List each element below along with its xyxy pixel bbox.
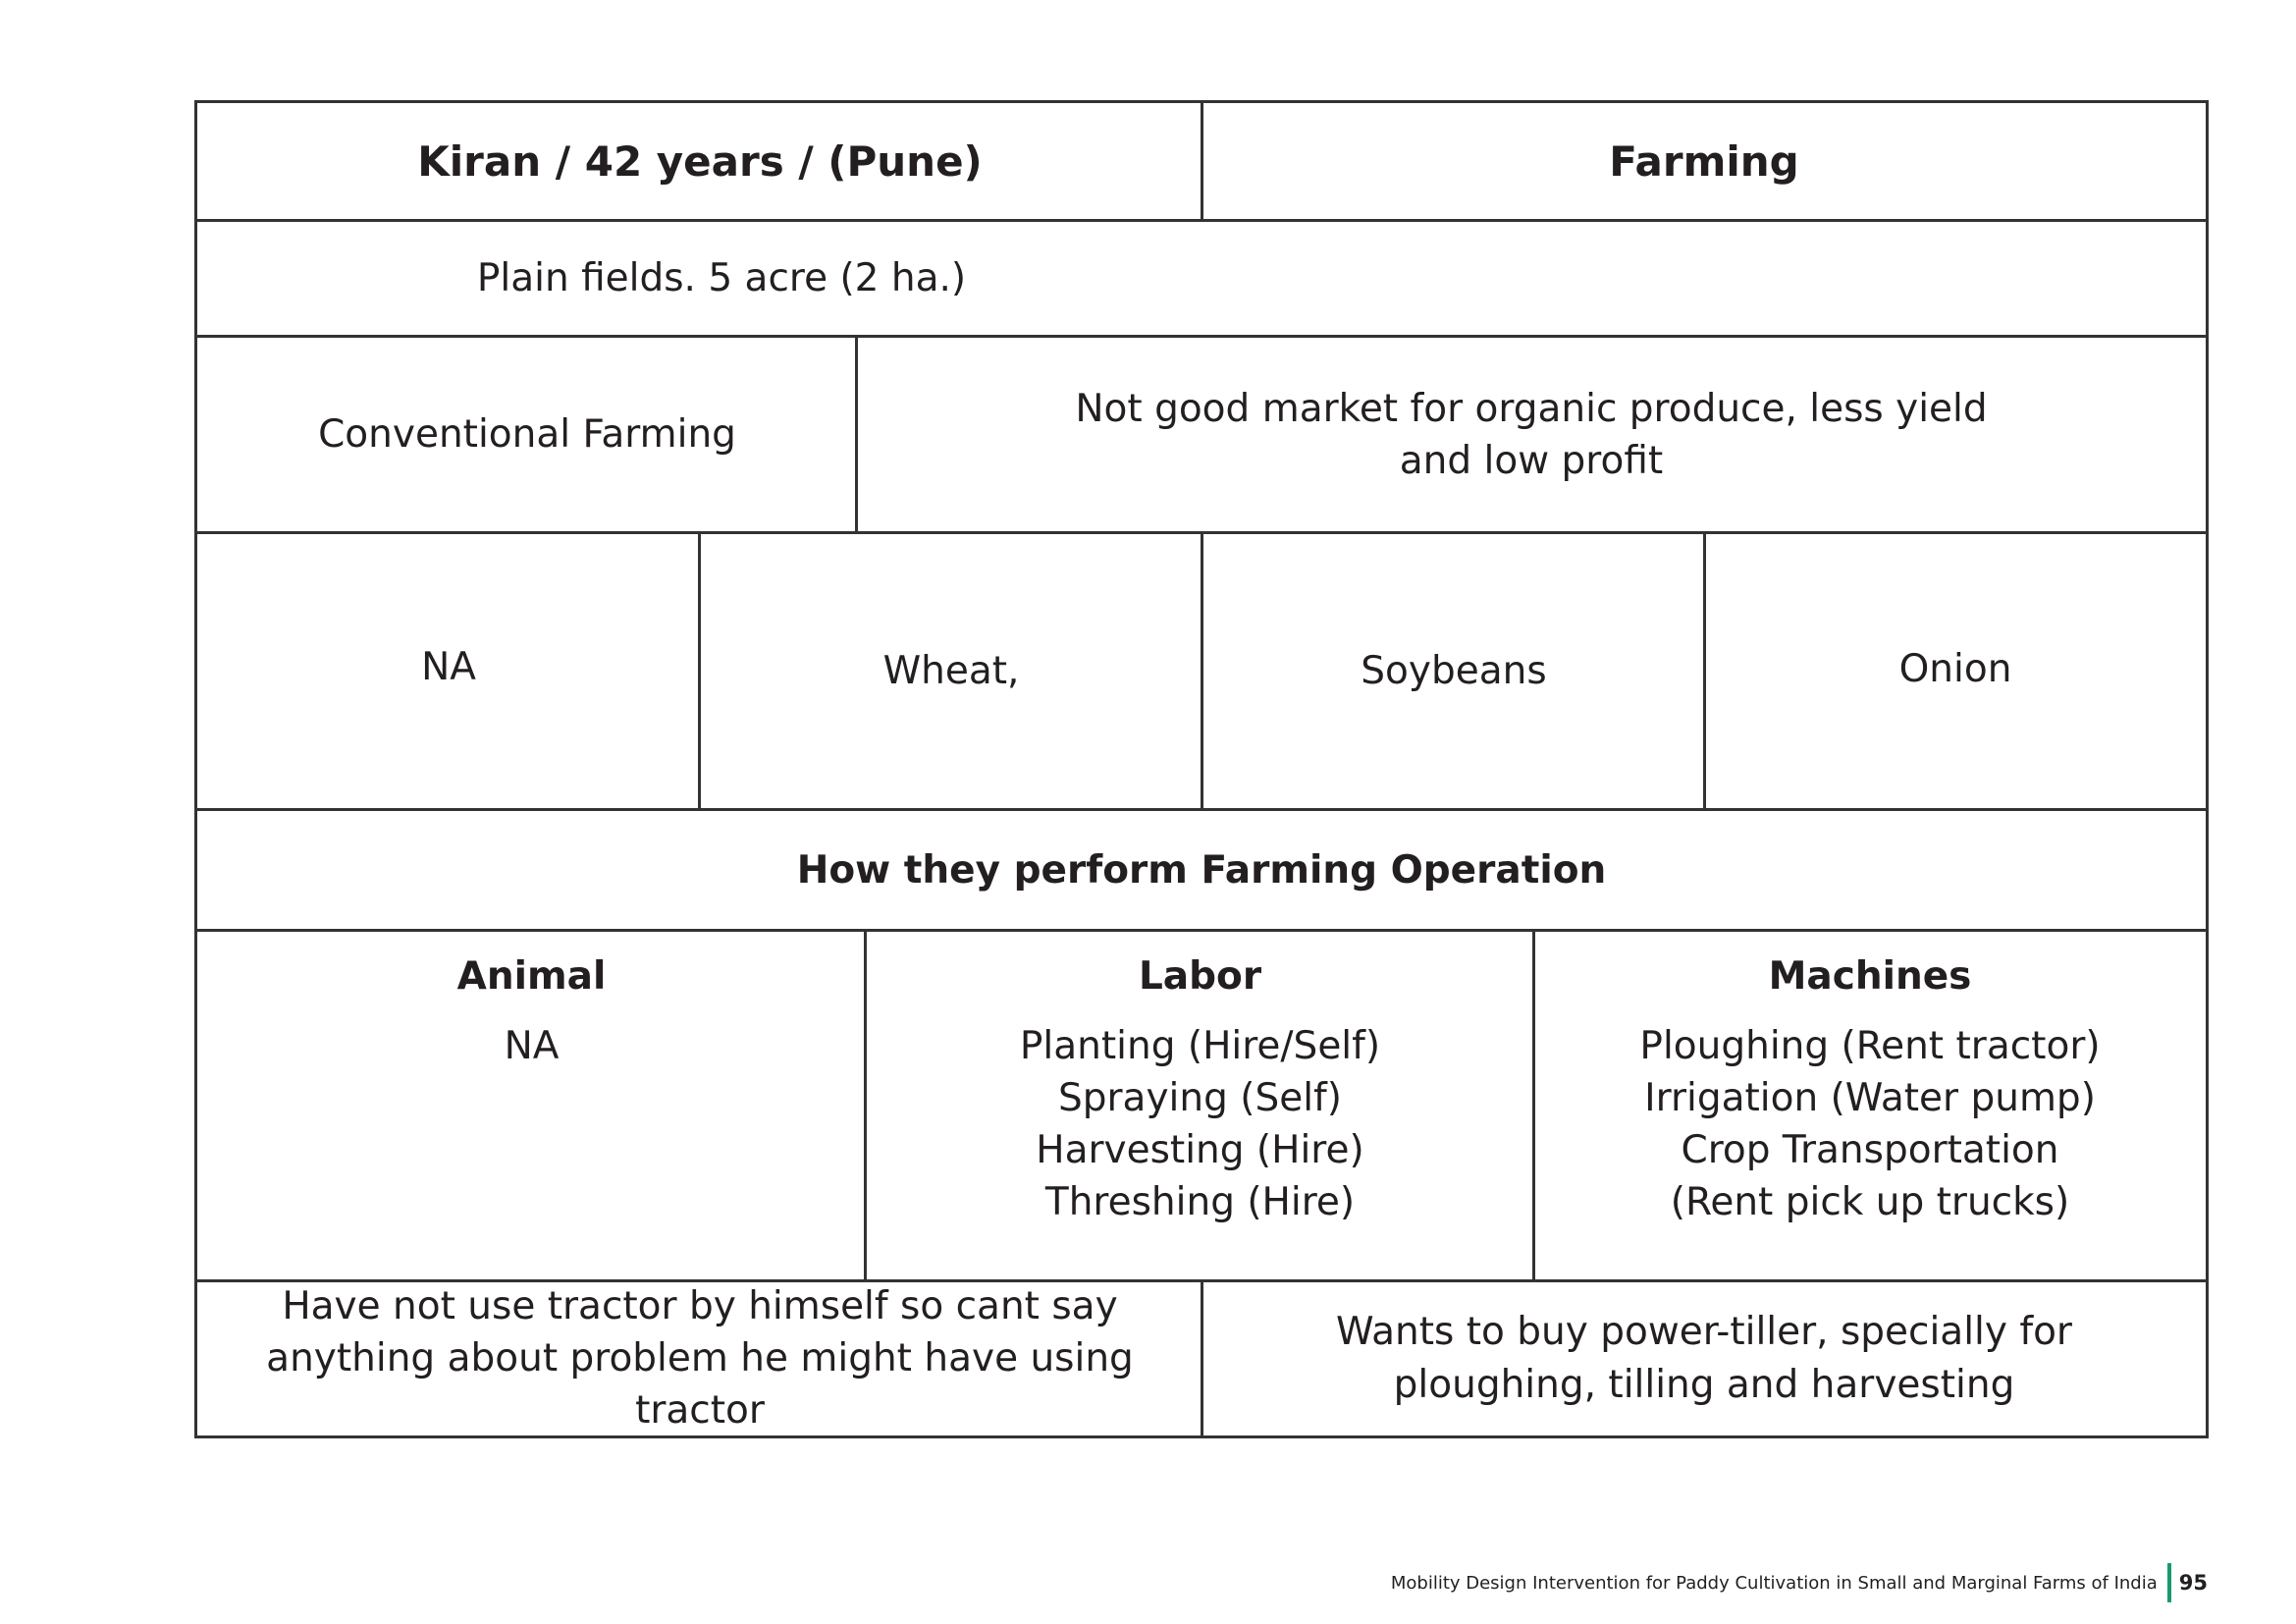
crop-cell: Soybeans <box>1361 649 1547 694</box>
operations-column-animal: Animal NA <box>197 931 866 1281</box>
operation-item: Harvesting (Hire) <box>1036 1128 1364 1173</box>
operation-item: NA <box>504 1024 560 1069</box>
farmer-name-age-location: Kiran / 42 years / (Pune) <box>417 137 983 187</box>
farmer-occupation: Farming <box>1609 137 1799 187</box>
page-number: 95 <box>2178 1571 2208 1595</box>
column-heading: Machines <box>1768 954 1972 999</box>
land-description: Plain fields. 5 acre (2 ha.) <box>476 256 967 301</box>
row-divider <box>197 335 2206 338</box>
column-divider <box>1201 1279 1203 1435</box>
column-divider <box>855 335 858 531</box>
column-divider <box>1703 531 1706 808</box>
crop-cell: NA <box>421 645 476 690</box>
crop-cell: Onion <box>1898 647 2012 692</box>
row-divider <box>197 219 2206 222</box>
column-divider <box>698 531 701 808</box>
operation-item: Irrigation (Water pump) <box>1644 1076 2096 1121</box>
farming-practice-reason: Not good market for organic produce, les… <box>1075 386 1988 483</box>
operation-item: Planting (Hire/Self) <box>1019 1024 1381 1069</box>
farming-practice-type: Conventional Farming <box>318 412 736 458</box>
column-divider <box>1532 929 1535 1279</box>
column-divider <box>1201 531 1203 808</box>
tractor-problems-remark: Have not use tractor by himself so cant … <box>266 1283 1134 1434</box>
operation-item: Threshing (Hire) <box>1044 1180 1356 1225</box>
crop-cell: Wheat, <box>882 649 1020 694</box>
column-heading: Labor <box>1138 954 1262 999</box>
document-title: Mobility Design Intervention for Paddy C… <box>1390 1572 2158 1594</box>
column-divider <box>864 929 867 1279</box>
operation-item: Spraying (Self) <box>1058 1076 1342 1121</box>
operation-item: (Rent pick up trucks) <box>1670 1180 2070 1225</box>
page-footer: Mobility Design Intervention for Paddy C… <box>1391 1563 2208 1602</box>
purchase-intent-remark: Wants to buy power-tiller, specially for… <box>1336 1310 2072 1407</box>
footer-accent-bar <box>2166 1563 2171 1602</box>
farmer-profile-table: Kiran / 42 years / (Pune) Farming Plain … <box>194 100 2209 1438</box>
column-divider <box>1201 103 1203 219</box>
operations-column-machines: Machines Ploughing (Rent tractor) Irriga… <box>1534 931 2206 1281</box>
operation-item: Crop Transportation <box>1681 1128 2059 1173</box>
operations-section-title: How they perform Farming Operation <box>796 847 1607 893</box>
row-divider <box>197 929 2206 932</box>
operations-column-labor: Labor Planting (Hire/Self) Spraying (Sel… <box>866 931 1534 1281</box>
operation-item: Ploughing (Rent tractor) <box>1639 1024 2101 1069</box>
column-heading: Animal <box>456 954 607 999</box>
row-divider <box>197 808 2206 811</box>
